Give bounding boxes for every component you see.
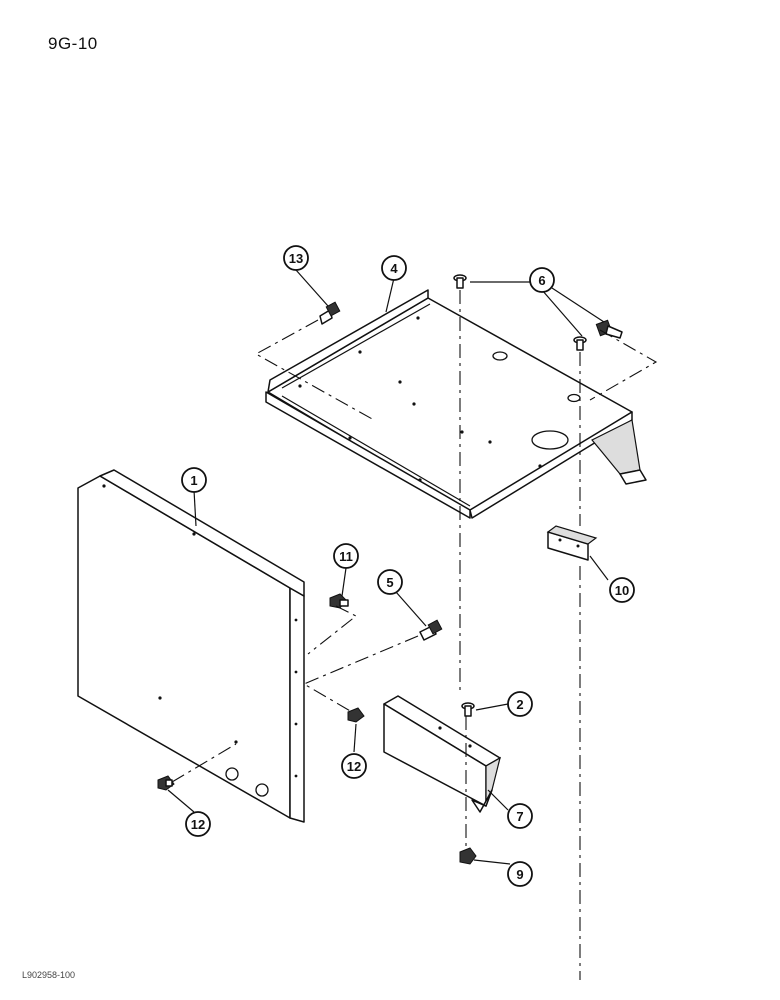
svg-text:13: 13 [289, 251, 303, 266]
callout-10: 10 [609, 577, 635, 603]
tray-back-lip [267, 289, 429, 393]
fastener-2-screw [461, 702, 475, 717]
svg-text:2: 2 [516, 697, 523, 712]
svg-text:9: 9 [516, 867, 523, 882]
svg-text:6: 6 [538, 273, 545, 288]
fastener-11-nut [329, 593, 349, 609]
page-number: 9G-10 [48, 34, 98, 53]
part-7-bracket [383, 695, 501, 813]
fastener-12-nut-left [157, 775, 175, 791]
angle-bracket-top [546, 525, 598, 545]
tray-slot-hole [567, 393, 581, 403]
svg-text:5: 5 [386, 575, 393, 590]
callout-5: 5 [377, 569, 403, 595]
callout-13: 13 [283, 245, 309, 271]
svg-text:11: 11 [339, 549, 353, 564]
callout-7: 7 [507, 803, 533, 829]
tray-large-hole [531, 430, 569, 450]
panel-edge-flange [289, 587, 305, 823]
svg-text:4: 4 [390, 261, 398, 276]
panel-face [77, 475, 291, 819]
svg-text:7: 7 [516, 809, 523, 824]
part-4-tray [265, 289, 647, 519]
fastener-5-bolt [419, 619, 443, 641]
callout-1: 1 [181, 467, 207, 493]
tray-support-foot [619, 469, 647, 485]
part-1-side-panel [77, 469, 305, 823]
drawing-code: L902958-100 [22, 970, 76, 980]
callout-9: 9 [507, 861, 533, 887]
tray-slot-hole [492, 351, 508, 361]
fastener-12-nut-right [347, 707, 365, 723]
callout-12-right: 12 [341, 753, 367, 779]
part-10-angle-bracket [546, 525, 598, 561]
panel-top-flange [99, 469, 305, 597]
callout-2: 2 [507, 691, 533, 717]
bracket-foot [471, 789, 493, 813]
svg-text:1: 1 [190, 473, 197, 488]
fastener-6-screw-mid [573, 336, 587, 351]
callout-12-left: 12 [185, 811, 211, 837]
callout-4: 4 [381, 255, 407, 281]
fastener-6-bolt-right [595, 319, 623, 339]
panel-hole [255, 783, 269, 797]
callout-11: 11 [333, 543, 359, 569]
svg-text:12: 12 [191, 817, 205, 832]
fastener-13-bolt [319, 301, 341, 325]
panel-hole [225, 767, 239, 781]
callout-6: 6 [529, 267, 555, 293]
svg-text:10: 10 [615, 583, 629, 598]
tray-front-lip [265, 391, 471, 519]
fastener-6-screw-top [453, 274, 467, 289]
svg-text:12: 12 [347, 759, 361, 774]
assembly-dashed-lines [171, 290, 658, 980]
fastener-9-nut [459, 847, 477, 865]
